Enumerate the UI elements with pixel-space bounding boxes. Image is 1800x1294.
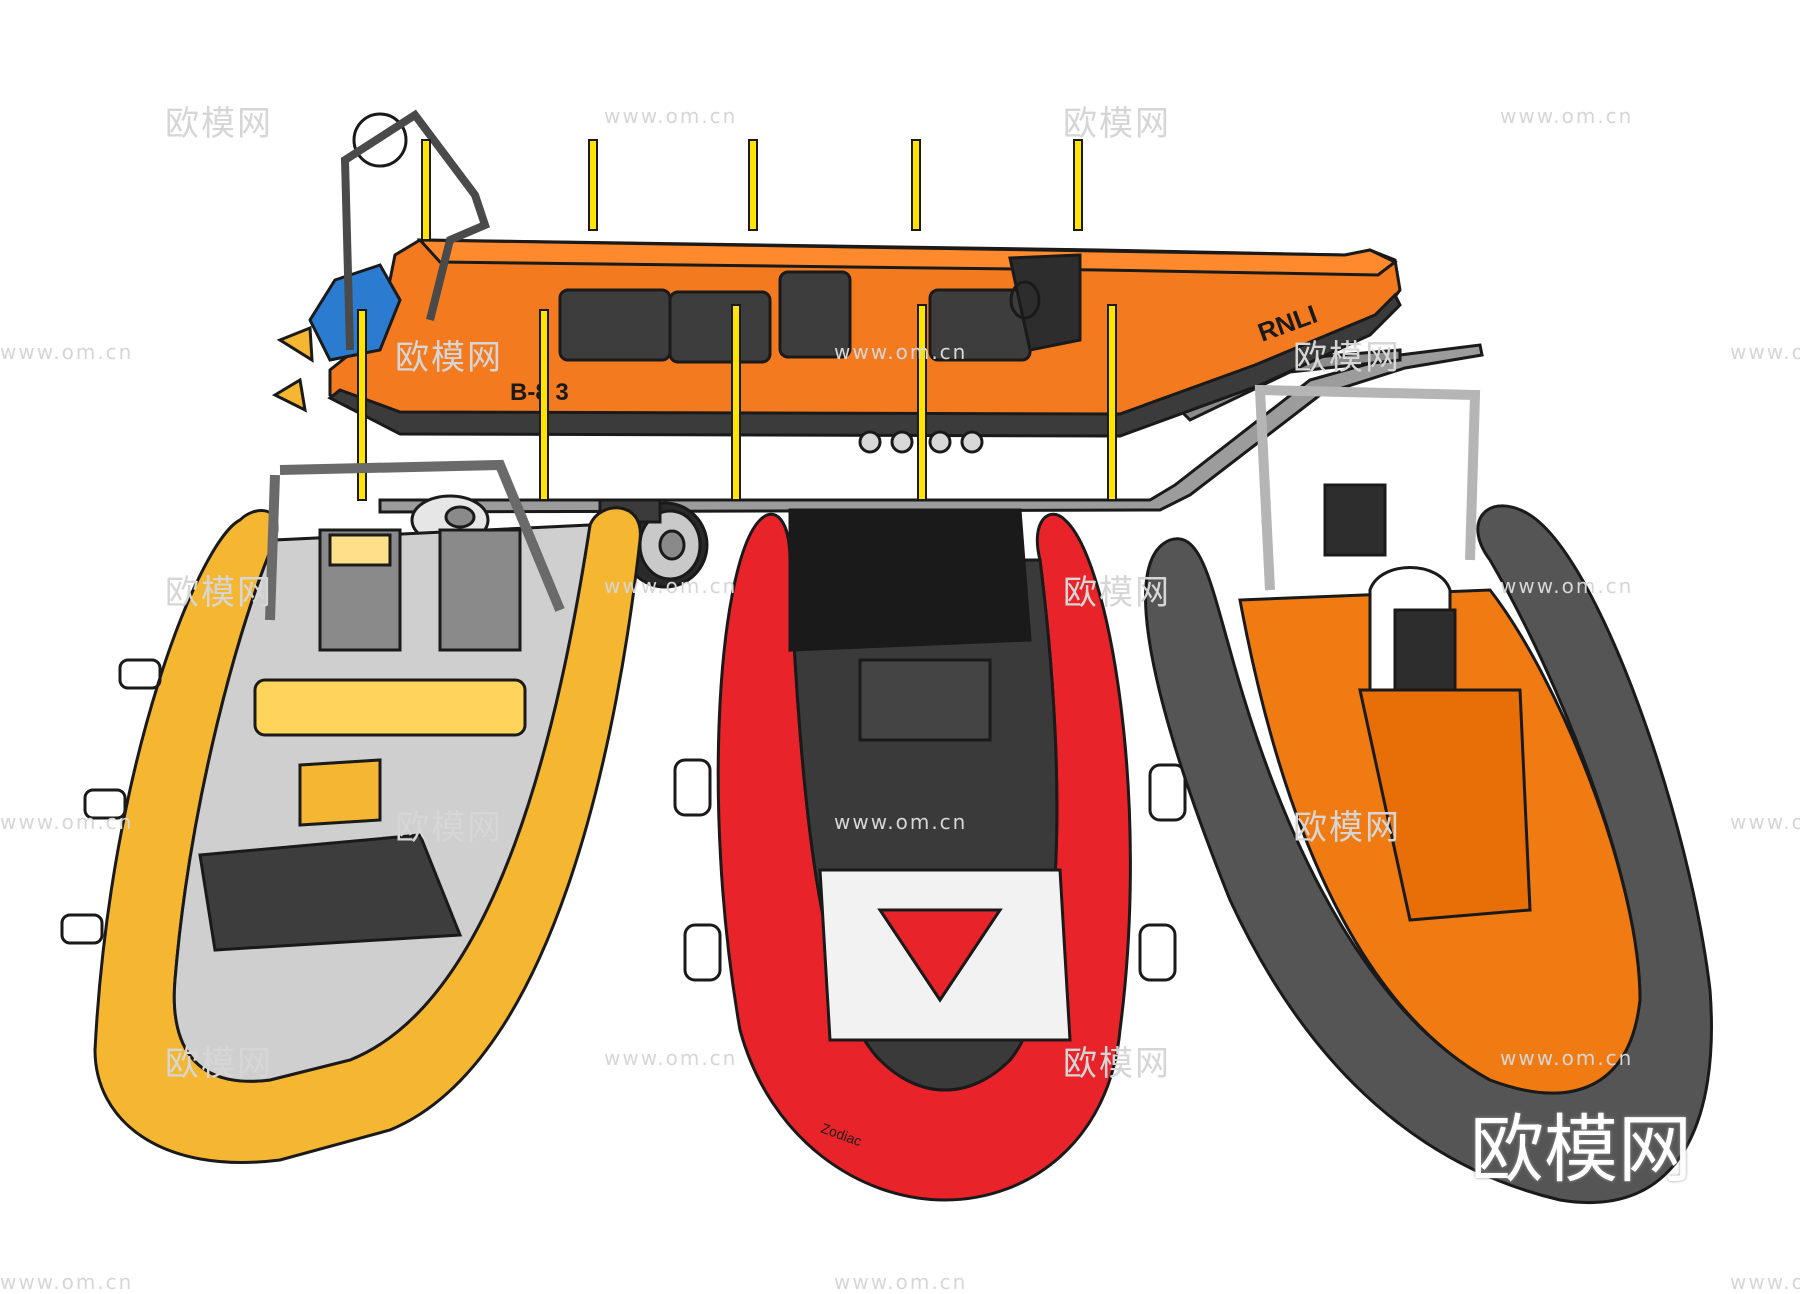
- trailer-poles: [357, 139, 1117, 501]
- rescue-hull: RNLI B-8 3: [271, 109, 1402, 438]
- watermark-corner: 欧模网: [1470, 1107, 1692, 1193]
- orange-rib-boat: [1144, 384, 1713, 1204]
- red-rib-boat: Zodiac: [673, 430, 1187, 1202]
- yellow-rib-boat: [60, 459, 642, 1164]
